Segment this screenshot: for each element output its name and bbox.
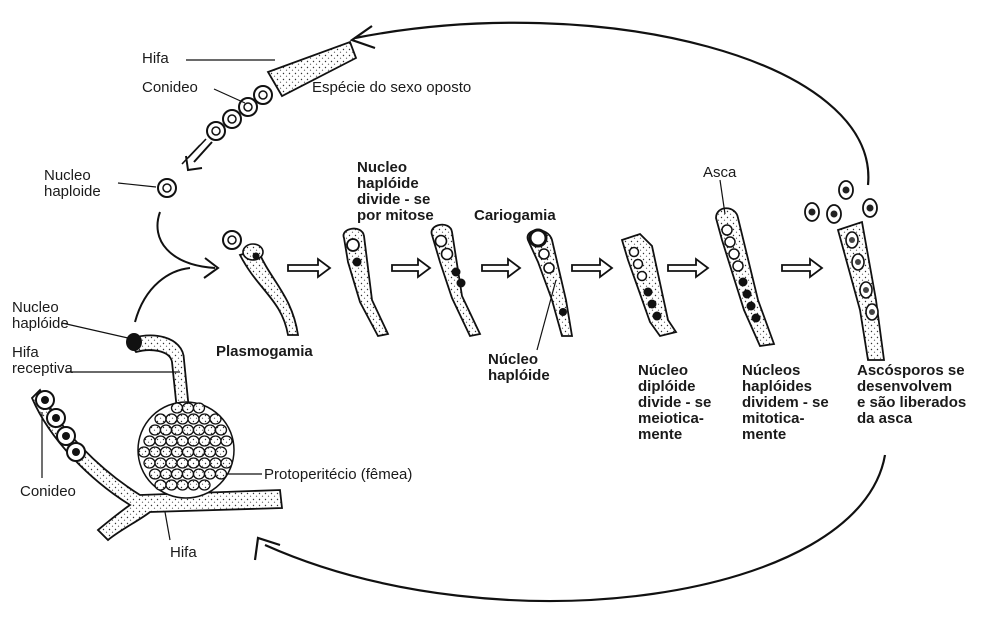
label-hifa-top: Hifa <box>142 51 169 67</box>
stage-mitosis <box>344 229 388 336</box>
label-protoperitecio: Protoperitécio (fêmea) <box>264 467 412 483</box>
stage-plasmogamy <box>223 231 298 335</box>
stage-mitosis-2 <box>432 225 480 336</box>
label-conideo-top: Conideo <box>142 80 198 96</box>
label-conideo-bottom: Conideo <box>20 484 76 500</box>
stage-karyogamy <box>528 230 572 336</box>
label-plasmogamia: Plasmogamia <box>216 344 313 360</box>
label-cariogamia: Cariogamia <box>474 208 556 224</box>
stage-asca <box>716 208 774 346</box>
label-especie: Espécie do sexo oposto <box>312 80 471 96</box>
protoperithecium <box>138 402 234 498</box>
haploid-nucleus <box>158 179 176 197</box>
stage-ascospores <box>805 181 884 360</box>
label-hifa-bottom: Hifa <box>170 545 197 561</box>
label-asca: Asca <box>703 165 736 181</box>
stage-meiosis <box>622 234 676 336</box>
